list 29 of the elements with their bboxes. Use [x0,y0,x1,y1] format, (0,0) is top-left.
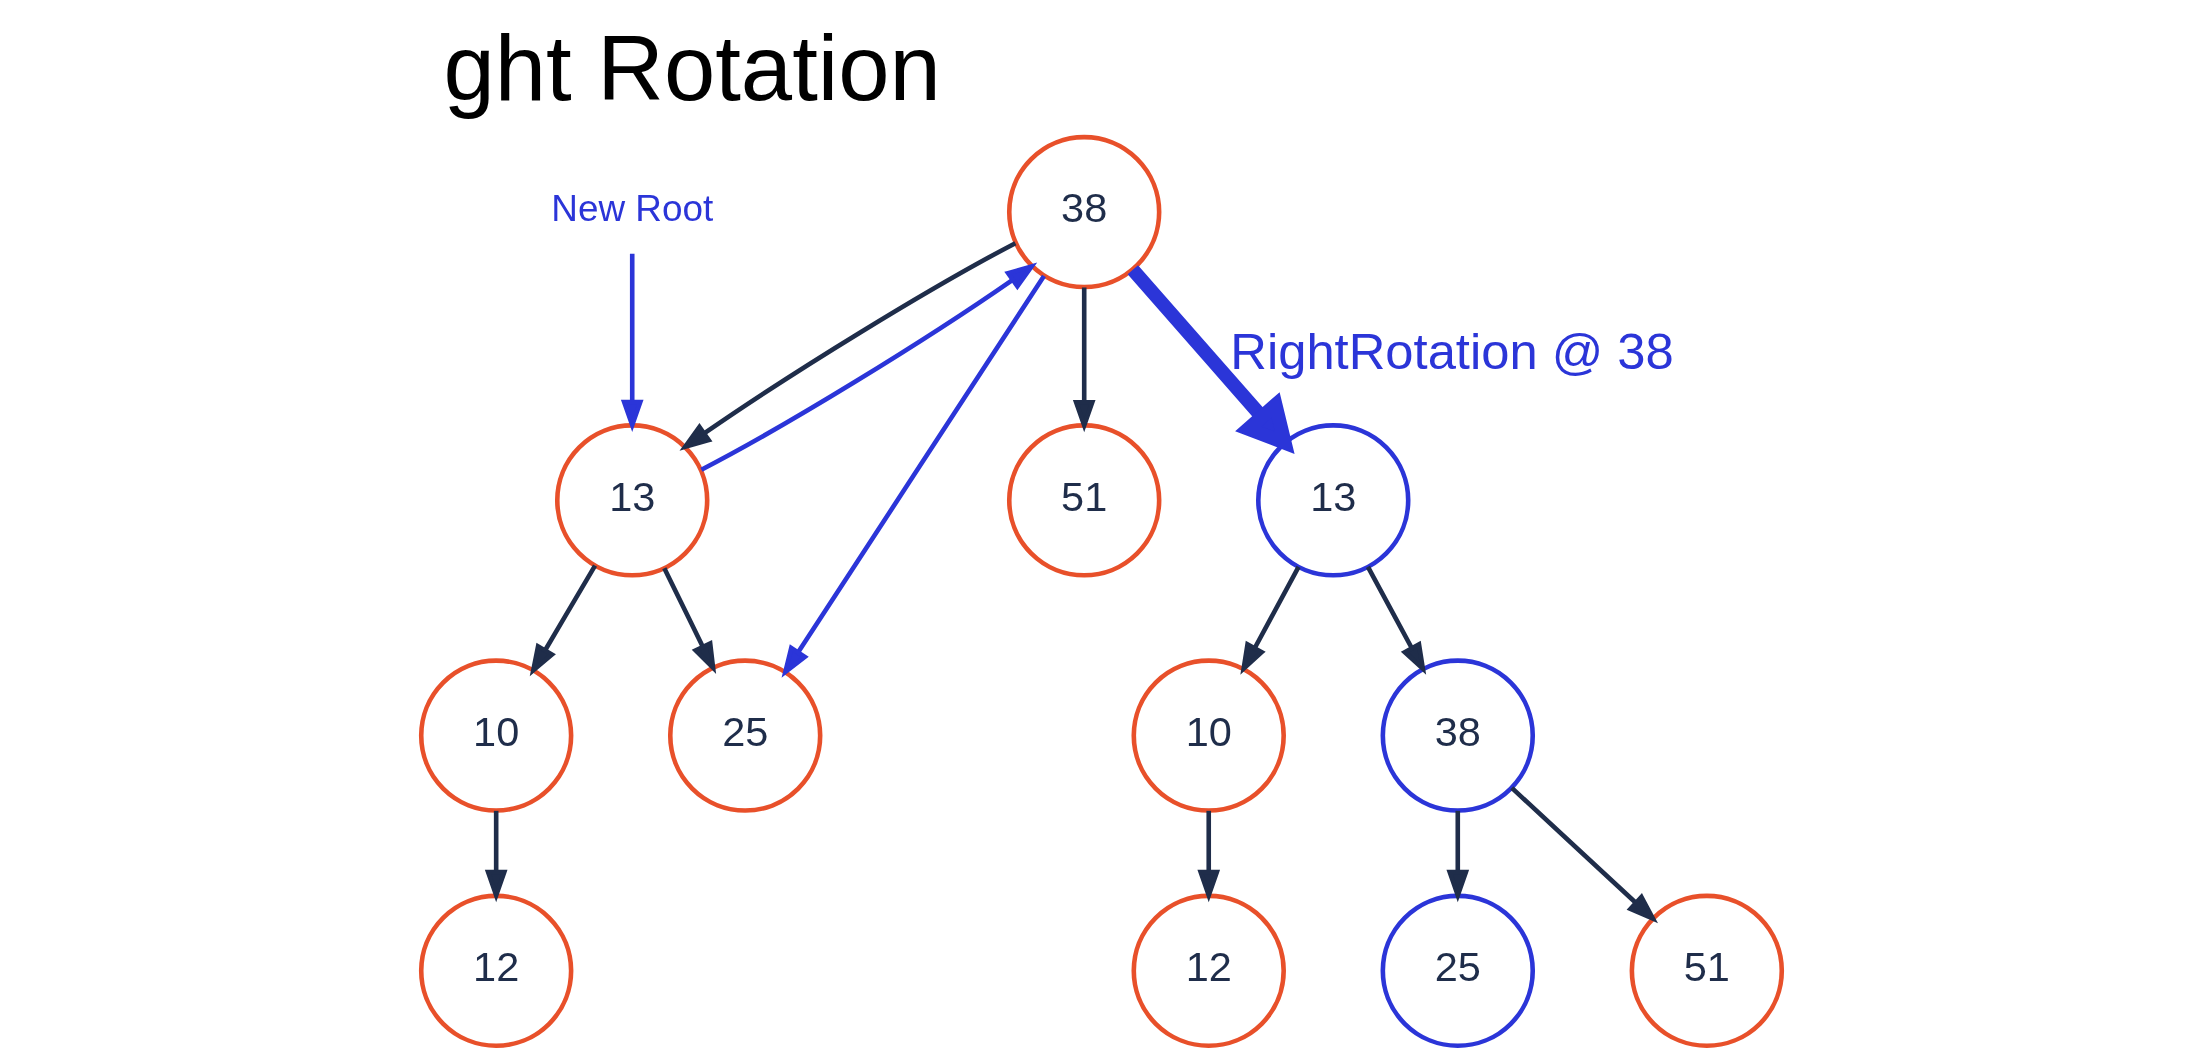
arrow [1239,565,1301,675]
node-text: New Root [550,187,713,229]
node-circle: 10 [418,658,573,813]
node-circle: 38 [1006,134,1161,290]
arrow [1365,565,1426,675]
diagram-title: ght Rotation [442,16,941,121]
arrow [1127,265,1295,454]
node-circle: 10 [1130,658,1286,813]
arrow [781,274,1046,678]
arrow [484,810,507,903]
arrow [1509,786,1658,924]
node-circle: 25 [1380,893,1535,1049]
arrow [620,253,644,432]
arrow [699,262,1037,472]
edge-label: RightRotation @ 38 [1229,323,1674,381]
arrow [661,567,716,674]
arrow [529,564,597,677]
node-circle: 51 [1006,423,1161,578]
node-circle: 51 [1629,893,1784,1049]
node-circle: 12 [418,893,573,1049]
node-circle: 12 [1130,893,1286,1049]
arrow [1072,287,1096,433]
node-circle: 13 [554,423,709,578]
arrow [1196,810,1220,903]
node-circle: 38 [1380,658,1535,813]
node-circle: 25 [667,658,822,813]
arrow [679,241,1016,451]
arrow [1445,810,1469,903]
node-circle: 13 [1255,423,1410,578]
